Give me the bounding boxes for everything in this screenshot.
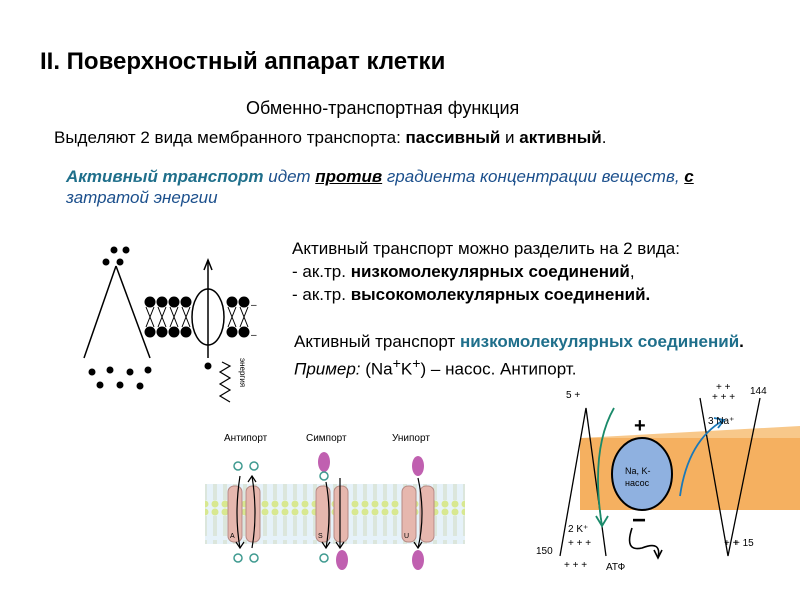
- transport-arrowhead: [203, 257, 213, 271]
- example-k: K: [400, 359, 413, 379]
- symport-channel-letter: S: [318, 533, 323, 540]
- antiport-molecules: [233, 461, 259, 563]
- symport-molecules: [318, 452, 348, 570]
- atp-arrow: [628, 527, 660, 559]
- example-prefix: Активный транспорт: [294, 332, 460, 351]
- uniport-channel: [401, 485, 435, 543]
- types-item-2: - ак.тр. высокомолекулярных соединений.: [292, 283, 680, 306]
- definition-against: против: [315, 167, 383, 186]
- definition-part-1: идет: [263, 167, 316, 186]
- atp-arrowhead: [653, 549, 663, 560]
- pump-minus: −: [632, 507, 646, 534]
- definition-part-2: градиента концентрации веществ,: [382, 167, 685, 186]
- types-item-1: - ак.тр. низкомолекулярных соединений,: [292, 260, 680, 283]
- k-in-arrow: [597, 407, 615, 527]
- intro-prefix: Выделяют 2 вида мембранного транспорта:: [54, 128, 406, 147]
- plus-group-bottom-1: + + +: [568, 538, 591, 549]
- antiport-channel-letter: А: [230, 533, 235, 540]
- na-label: 3 Na⁺: [708, 416, 734, 427]
- plus-group-bottom-right: + +: [724, 538, 739, 549]
- label-top-left: 5 +: [566, 390, 580, 401]
- uniport-channel-letter: U: [404, 533, 409, 540]
- example-label: Пример:: [294, 359, 361, 379]
- example-close: ) – насос. Антипорт.: [420, 359, 577, 379]
- uniport-label: Унипорт: [392, 433, 430, 444]
- gradient-cone: [83, 265, 151, 359]
- section-heading: Обменно-транспортная функция: [246, 98, 520, 118]
- types-item-1-prefix: - ак.тр.: [292, 262, 351, 281]
- types-intro: Активный транспорт можно разделить на 2 …: [292, 239, 680, 258]
- atp-label: АТФ: [606, 562, 626, 573]
- example-pump: (Na: [360, 359, 393, 379]
- label-bottom-right: + 15: [734, 538, 754, 549]
- antiport-label: Антипорт: [224, 433, 268, 444]
- transport-types-figure: А S U: [205, 452, 465, 570]
- example-highlight: низкомолекулярных соединений: [459, 332, 740, 351]
- intro-dot: .: [601, 128, 607, 147]
- k-label: 2 K⁺: [568, 524, 588, 535]
- definition-term: Активный транспорт: [66, 167, 264, 186]
- symport-channel: [315, 485, 349, 543]
- types-item-2-bold: высокомолекулярных соединений.: [350, 285, 651, 304]
- example-dot: .: [739, 332, 744, 351]
- types-item-1-suffix: ,: [629, 262, 635, 281]
- tick-bottom: –: [251, 330, 257, 341]
- types-item-1-bold: низкомолекулярных соединений: [350, 262, 630, 281]
- energy-squiggle: [218, 361, 232, 403]
- uniport-arrow: [413, 477, 423, 550]
- plus-group-top-1: + +: [716, 382, 731, 393]
- types-item-2-prefix: - ак.тр.: [292, 285, 351, 304]
- antiport-channel: [227, 485, 261, 543]
- bottom-molecules: [88, 366, 152, 390]
- definition-with: с: [684, 167, 694, 186]
- definition-block: Активный транспорт идет против градиента…: [66, 166, 716, 208]
- symport-arrows: [321, 478, 345, 550]
- na-out-arrowhead: [713, 417, 726, 429]
- example-plus-1: +: [392, 356, 401, 372]
- pump-label-2: насос: [625, 478, 650, 488]
- example-block: Активный транспорт низкомолекулярных сое…: [294, 330, 764, 381]
- na-out-arrow: [679, 419, 725, 497]
- pump-label-1: Na, K-: [625, 466, 651, 476]
- label-bottom-left: 150: [536, 546, 553, 557]
- intro-active: активный: [519, 128, 602, 147]
- k-in-arrowhead: [595, 515, 609, 528]
- types-block: Активный транспорт можно разделить на 2 …: [292, 237, 680, 306]
- slide-title: II. Поверхностный аппарат клетки: [40, 48, 446, 75]
- plus-group-bottom-2: + + +: [564, 560, 587, 571]
- active-transport-figure: энергия – –: [83, 246, 257, 403]
- top-molecules: [102, 246, 130, 266]
- intro-passive: пассивный: [405, 128, 501, 147]
- label-top-right: 144: [750, 386, 767, 397]
- antiport-arrows: [235, 474, 257, 550]
- na-k-pump-figure: Na, K- насос + − 5 + 144 + + + + + 3 Na⁺…: [536, 382, 800, 573]
- k-gradient-cone: [699, 397, 761, 557]
- pump-membrane-top: [580, 426, 800, 438]
- intro-and: и: [500, 128, 520, 147]
- lipid-bilayer: [144, 296, 250, 338]
- uniport-molecules: [412, 456, 424, 570]
- na-k-pump: [611, 437, 673, 511]
- bound-molecule: [204, 362, 212, 370]
- example-plus-2: +: [412, 356, 421, 372]
- tick-top: –: [251, 300, 257, 311]
- pump-plus: +: [634, 415, 646, 437]
- intro-line: Выделяют 2 вида мембранного транспорта: …: [54, 128, 606, 148]
- symport-label: Симпорт: [306, 433, 347, 444]
- definition-part-3: затратой энергии: [66, 188, 218, 207]
- plus-group-top-2: + + +: [712, 392, 735, 403]
- energy-label: энергия: [238, 358, 247, 387]
